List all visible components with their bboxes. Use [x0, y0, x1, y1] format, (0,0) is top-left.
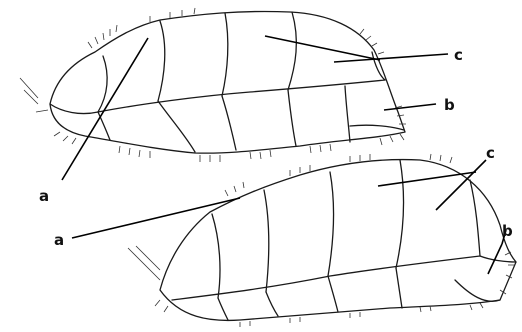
- top-lower-plate-4: [288, 90, 296, 146]
- bottom-tail-edge: [480, 256, 516, 262]
- bottom-lower-plate-1: [218, 298, 228, 320]
- bottom-specimen: [128, 154, 516, 327]
- leader-c-bottom-2: [436, 160, 486, 210]
- label-c-top: c: [454, 46, 463, 64]
- bottom-divider-2: [264, 190, 269, 292]
- top-divider-1: [98, 56, 107, 112]
- bottom-divider-3: [328, 172, 334, 276]
- bottom-divider-1: [212, 214, 220, 298]
- top-divider-4: [288, 12, 296, 90]
- leader-lines: [62, 36, 506, 274]
- leader-a-bottom: [72, 198, 240, 238]
- top-lower-plate-2: [158, 101, 195, 152]
- leader-a-top: [62, 38, 148, 180]
- top-divider-5: [372, 52, 385, 80]
- bottom-divider-5: [470, 180, 480, 256]
- top-lower-plate-3: [222, 96, 236, 150]
- label-c-bottom: c: [486, 144, 495, 162]
- top-tail-plate: [350, 125, 404, 130]
- leader-b-top: [384, 104, 436, 110]
- label-b-top: b: [444, 96, 455, 114]
- bottom-hairs: [128, 154, 515, 327]
- bottom-lower-plate-3: [328, 276, 338, 312]
- label-a-top: a: [39, 187, 49, 205]
- leader-c-top-2: [334, 54, 448, 62]
- top-specimen: [20, 8, 406, 162]
- top-divider-3: [222, 13, 228, 96]
- top-lower-plate-5: [345, 86, 350, 142]
- top-divider-2: [158, 21, 165, 101]
- bottom-divider-4: [396, 160, 403, 268]
- top-head-segment: [50, 104, 98, 114]
- leader-c-top-1: [265, 36, 380, 60]
- label-a-bottom: a: [54, 231, 64, 249]
- bottom-lower-plate-2: [266, 292, 278, 316]
- label-b-bottom: b: [502, 222, 513, 240]
- top-plate-boundary: [98, 80, 385, 112]
- bottom-tail-plate: [455, 280, 500, 301]
- top-hairs: [20, 8, 406, 162]
- bottom-lower-plate-4: [396, 268, 402, 308]
